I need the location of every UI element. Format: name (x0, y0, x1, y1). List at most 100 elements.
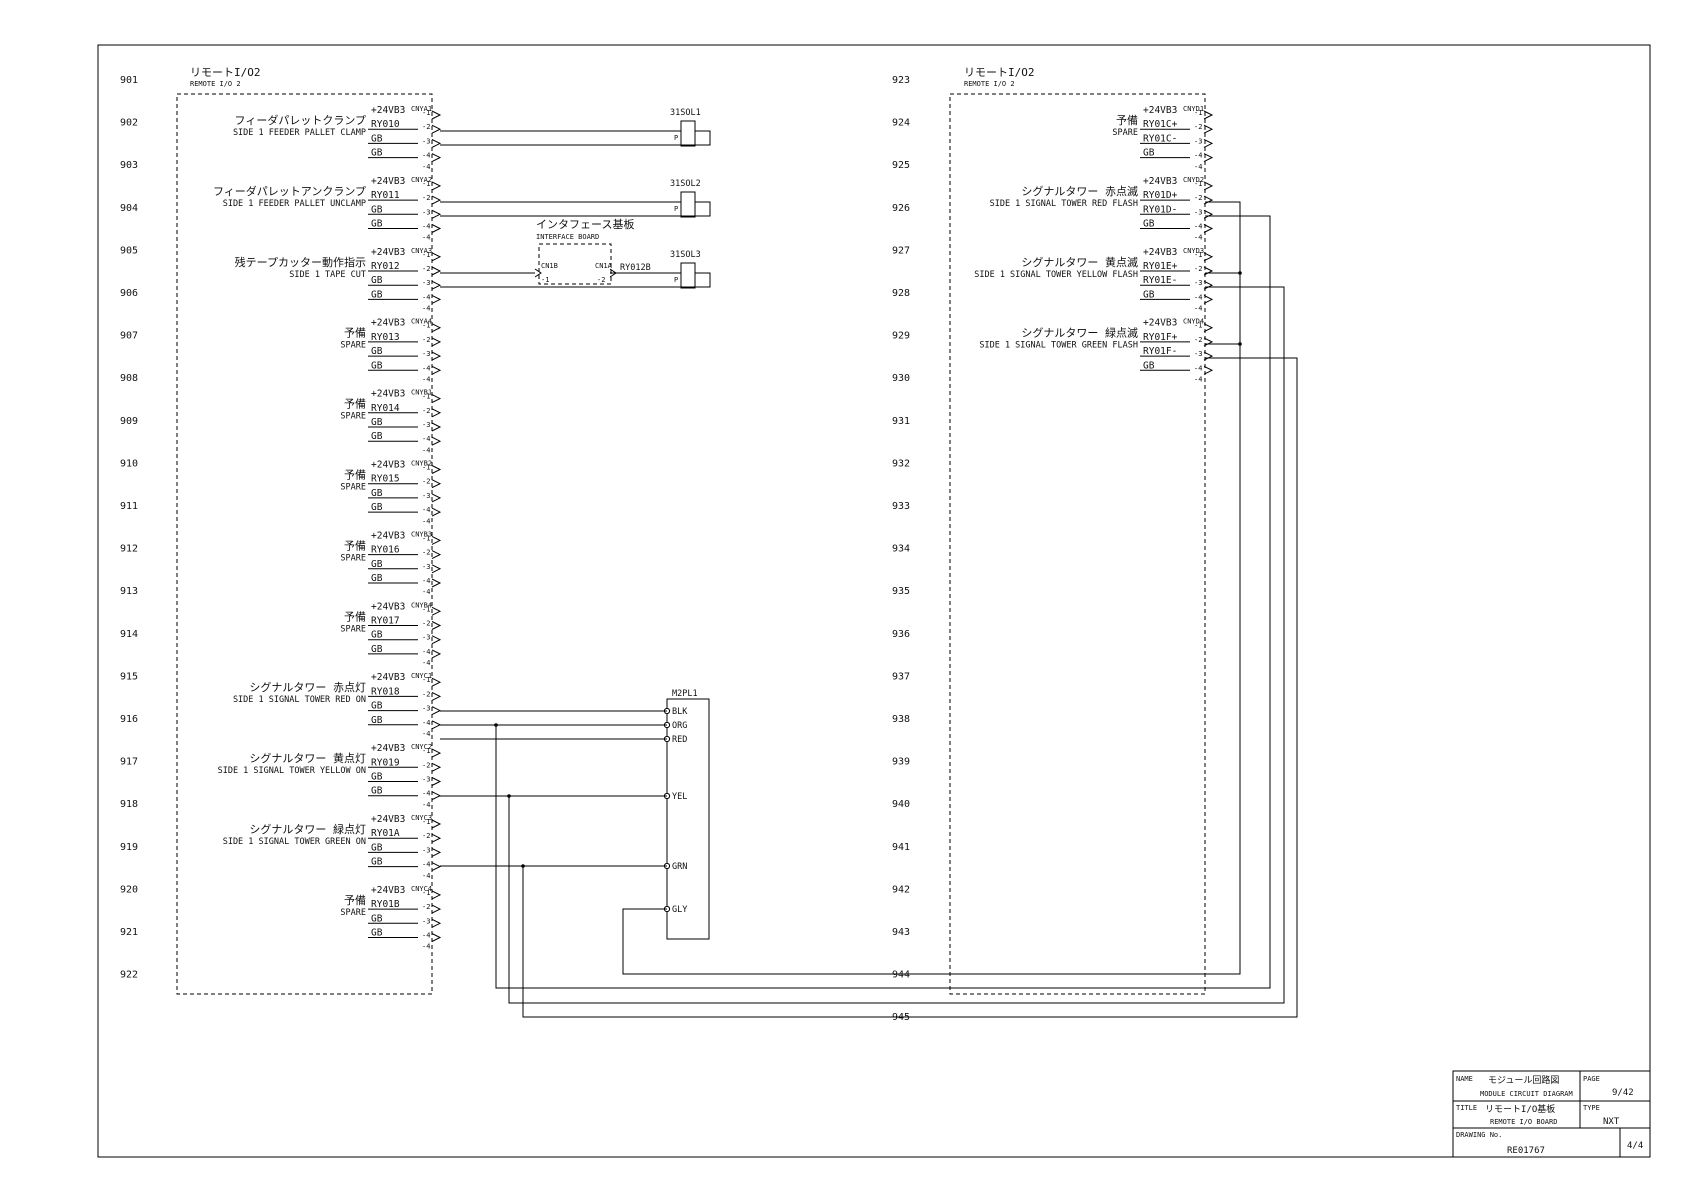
connector-id: CNYB2 (411, 460, 432, 468)
row-number: 901 (120, 75, 138, 86)
signal-label: GB (371, 289, 383, 300)
function-label-en: SPARE (1112, 128, 1138, 138)
signal-label: GB (371, 360, 383, 371)
signal-label: RY01E+ (1143, 261, 1178, 272)
signal-label: GB (371, 431, 383, 442)
row-number: 926 (892, 203, 910, 214)
pin-label: -4 (1194, 234, 1202, 242)
row-number: 934 (892, 544, 910, 555)
signal-label: +24VB3 (371, 885, 405, 896)
signal-label: RY017 (371, 616, 400, 627)
pin-label: -1 (422, 322, 430, 330)
function-label-jp: 予備 (1116, 114, 1138, 127)
pin-label: -2 (1194, 265, 1202, 273)
pin-label: -1 (1194, 322, 1202, 330)
pin-label: -2 (422, 265, 430, 273)
pin-label: -3 (422, 279, 430, 287)
pin-label: -2 (1194, 194, 1202, 202)
signal-label: GB (371, 786, 383, 797)
pin-label: -3 (422, 350, 430, 358)
function-label-en: SPARE (340, 483, 366, 493)
pin-label: -4 (422, 861, 430, 869)
connector-id: CNYD2 (1183, 176, 1204, 184)
pin-label: -3 (422, 421, 430, 429)
row-number: 908 (120, 373, 138, 384)
row-number: 931 (892, 416, 910, 427)
signal-label: GB (371, 644, 383, 655)
row-number: 937 (892, 671, 910, 682)
title-block-name-label: NAME (1456, 1075, 1473, 1083)
interface-board: インタフェース基板 INTERFACE BOARD CN1B CN1A -1 -… (534, 217, 651, 285)
function-label-en: SPARE (340, 341, 366, 351)
function-label-en: SPARE (340, 908, 366, 918)
signal-label: GB (371, 772, 383, 783)
signal-label: +24VB3 (371, 105, 405, 116)
pin-label: -4 (422, 435, 430, 443)
title-block-sheet: 4/4 (1627, 1141, 1643, 1151)
title-block-type-label: TYPE (1583, 1104, 1600, 1112)
pin-label: -4 (422, 648, 430, 656)
pin-label: -4 (422, 446, 430, 454)
row-number: 905 (120, 245, 138, 256)
interface-cn-right: CN1A (595, 262, 613, 270)
signal-label: RY014 (371, 403, 400, 414)
row-number: 940 (892, 799, 910, 810)
solenoid-body (680, 191, 696, 218)
signal-label: RY01C+ (1143, 119, 1178, 130)
signal-label: GB (1143, 219, 1155, 230)
row-number: 912 (120, 544, 138, 555)
connector-id: CNYD3 (1183, 247, 1204, 255)
pin-label: -2 (422, 336, 430, 344)
lamp-pin-label: GRN (672, 862, 687, 872)
pin-label: -4 (422, 943, 430, 951)
pin-label: -4 (422, 376, 430, 384)
pin-label: -2 (422, 549, 430, 557)
row-number: 916 (120, 714, 138, 725)
right-block-title-jp: リモートI/O2 (964, 66, 1035, 79)
connector-id: CNYA1 (411, 105, 432, 113)
row-number: 932 (892, 458, 910, 469)
pin-label: -4 (1194, 223, 1202, 231)
pin-label: -1 (422, 464, 430, 472)
pin-label: -4 (422, 293, 430, 301)
row-number: 936 (892, 629, 910, 640)
row-number: 930 (892, 373, 910, 384)
connector-id: CNYD1 (1183, 105, 1204, 113)
row-number: 903 (120, 160, 138, 171)
pin-label: -2 (422, 620, 430, 628)
function-label-jp: 予備 (344, 894, 366, 907)
pin-label: -4 (1194, 293, 1202, 301)
pin-label: -1 (422, 534, 430, 542)
signal-label: RY015 (371, 474, 400, 485)
signal-label: +24VB3 (371, 247, 405, 258)
row-number: 928 (892, 288, 910, 299)
interface-cn-left: CN1B (541, 262, 558, 270)
sheet-border (97, 44, 1651, 1158)
connector-id: CNYA4 (411, 318, 432, 326)
pin-label: -1 (422, 109, 430, 117)
signal-label: GB (371, 701, 383, 712)
row-number: 921 (120, 927, 138, 938)
row-number: 906 (120, 288, 138, 299)
pin-label: -4 (422, 577, 430, 585)
pin-label: -3 (422, 563, 430, 571)
pin-label: -4 (1194, 305, 1202, 313)
pin-label: -4 (422, 517, 430, 525)
right-row-numbers: 9239249259269279289299309319329339349359… (892, 75, 910, 1023)
signal-label: GB (371, 928, 383, 939)
signal-label: +24VB3 (1143, 318, 1177, 329)
pin-label: -1 (422, 251, 430, 259)
pin-label: -3 (422, 917, 430, 925)
lamp-label: M2PL1 (672, 689, 698, 699)
row-number: 943 (892, 927, 910, 938)
lamp-pin-label: ORG (672, 721, 687, 731)
function-label-en: SIDE 1 FEEDER PALLET CLAMP (233, 128, 366, 138)
signal-label: RY01E- (1143, 275, 1177, 286)
